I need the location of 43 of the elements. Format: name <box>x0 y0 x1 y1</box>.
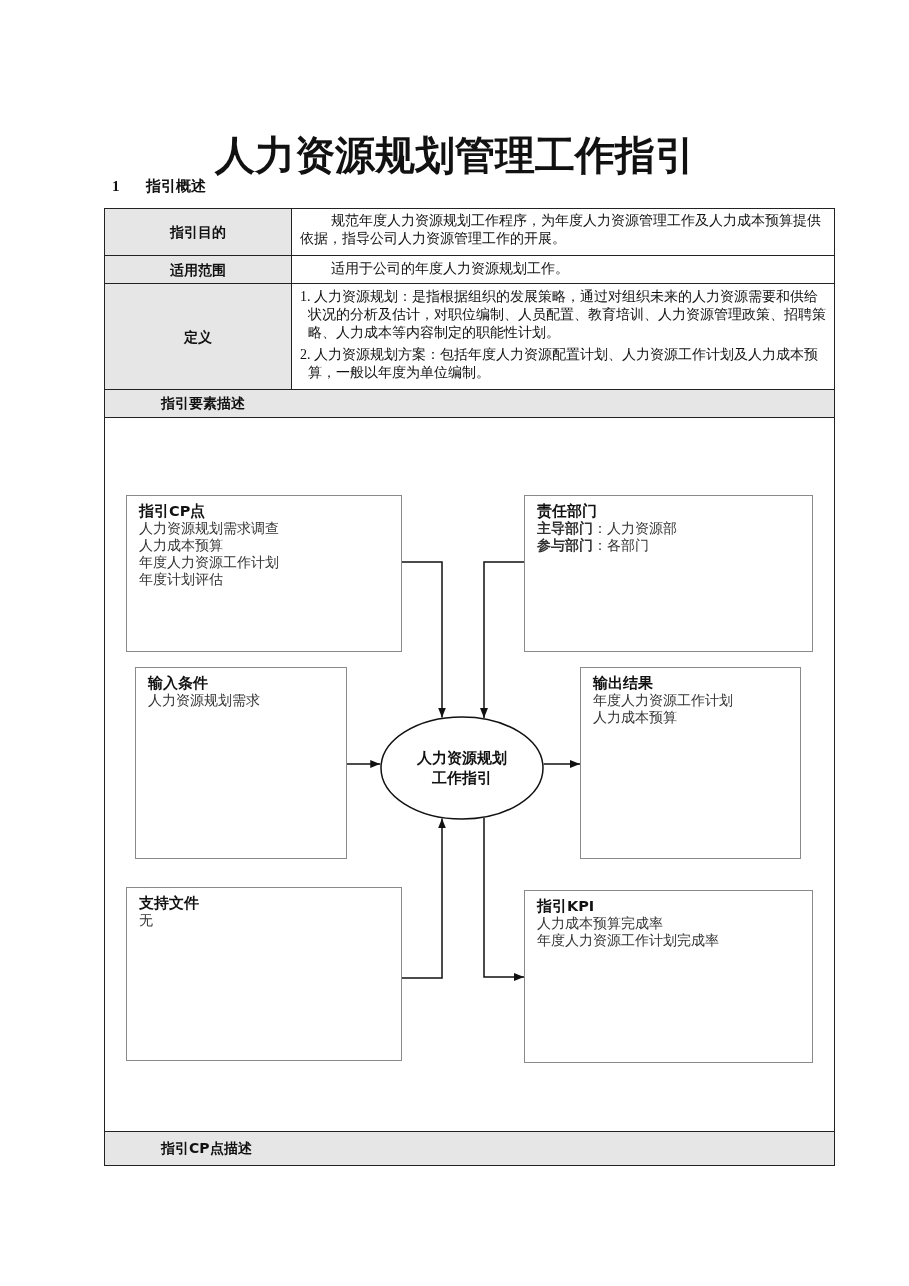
info-box <box>524 495 813 652</box>
description-cell: 规范年度人力资源规划工作程序，为年度人力资源管理工作及人力成本预算提供依据，指导公司人力资源管理工作的开展。 <box>291 208 835 256</box>
title: 人力资源规划管理工作指引 <box>213 132 696 180</box>
definition-item: 2. 人力资源规划方案：包括年度人力资源配置计划、人力资源工作计划及人力成本预算，一般以年度为单位编制。 <box>300 346 819 382</box>
box-text: 年度人力资源工作计划 <box>139 554 280 571</box>
box-text: 年度人力资源工作计划完成率 <box>537 932 720 949</box>
box-heading: 输入条件 <box>148 674 209 692</box>
row-header-cell: 指引目的 <box>104 208 292 256</box>
info-box <box>580 667 801 859</box>
info-box <box>135 667 347 859</box>
box-text: 年度计划评估 <box>139 571 224 588</box>
section-number: 1 <box>112 178 120 195</box>
box-heading: 指引CP点 <box>139 502 207 520</box>
section-heading: 指引概述 <box>146 177 206 196</box>
box-heading: 指引KPI <box>537 897 596 915</box>
section-band: 指引CP点描述 <box>104 1131 835 1166</box>
box-text: 人力成本预算 <box>593 709 678 726</box>
info-box <box>126 495 402 652</box>
box-text: 主导部门：人力资源部 <box>537 520 678 537</box>
definition-item: 1. 人力资源规划：是指根据组织的发展策略，通过对组织未来的人力资源需要和供给状况的分析及估计，对职位编制、人员配置、教育培训、人力资源管理政策、招聘策略、人力成本等内容制定的职能性计划。 <box>300 288 826 342</box>
box-text: 无 <box>139 912 154 929</box>
box-text: 人力成本预算完成率 <box>537 915 664 932</box>
arrow <box>543 760 581 768</box>
process-ellipse <box>380 716 544 820</box>
arrow <box>401 817 446 979</box>
arrow <box>346 760 381 768</box>
box-heading: 责任部门 <box>537 502 598 520</box>
info-box <box>524 890 813 1063</box>
section-band: 指引要素描述 <box>104 389 835 418</box>
box-text: 人力资源规划需求调查 <box>139 520 280 537</box>
box-text: 人力资源规划需求 <box>148 692 261 709</box>
info-box <box>126 887 402 1061</box>
ellipse-label: 人力资源规划工作指引 <box>416 749 508 788</box>
box-text: 参与部门：各部门 <box>537 537 650 554</box>
row-header-cell: 适用范围 <box>104 255 292 284</box>
box-heading: 支持文件 <box>139 894 200 912</box>
box-text: 年度人力资源工作计划 <box>593 692 734 709</box>
box-heading: 输出结果 <box>593 674 654 692</box>
row-header-cell: 定义 <box>104 283 292 390</box>
arrow <box>483 817 525 981</box>
box-text: 人力成本预算 <box>139 537 224 554</box>
arrow <box>480 561 525 719</box>
arrow <box>401 561 446 719</box>
